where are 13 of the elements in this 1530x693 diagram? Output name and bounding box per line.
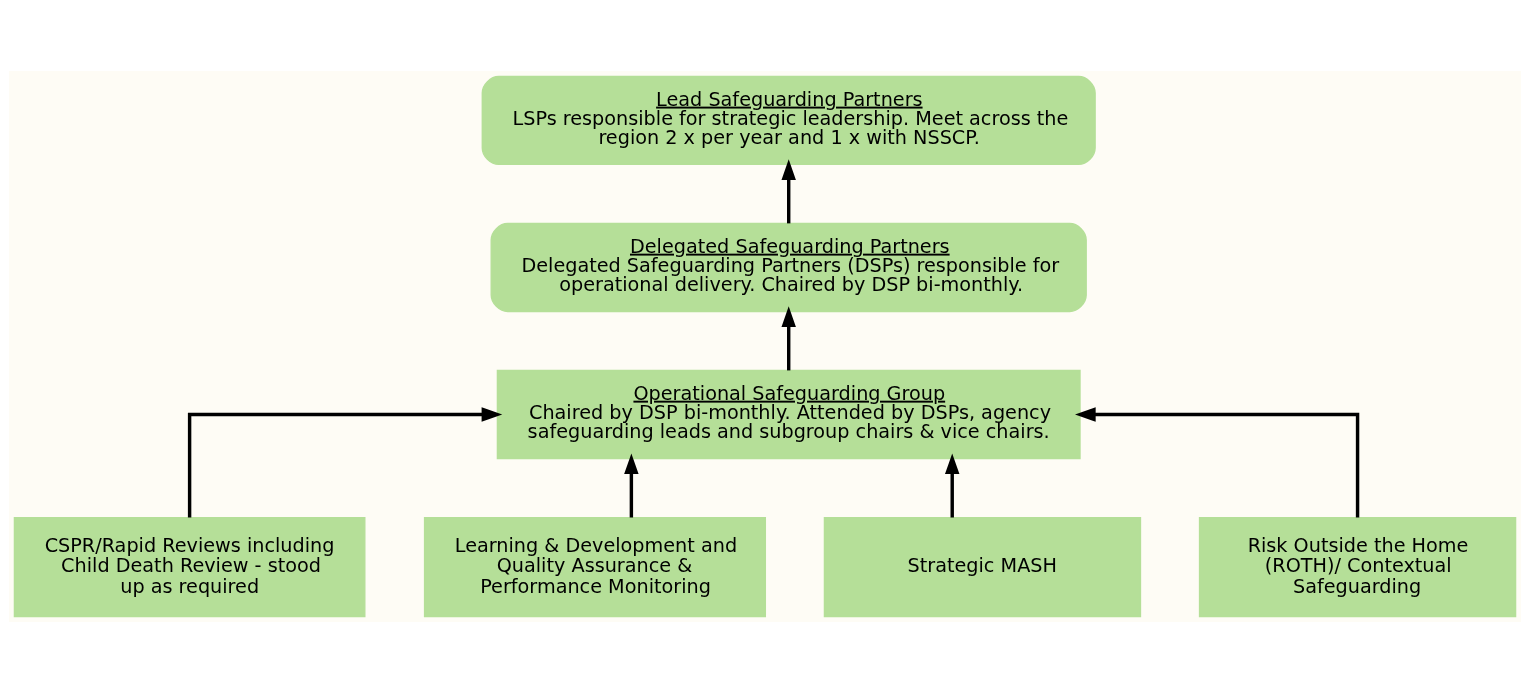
arrow	[945, 453, 960, 518]
node-box: Lead Safeguarding Partners LSPs responsible for strategic leadership. Meet across the region 2 x per year and 1 x with NSSCP.	[481, 75, 1096, 166]
arrow	[187, 407, 503, 518]
arrow	[781, 306, 796, 371]
node-box: Delegated Safeguarding Partners Delegated Safeguarding Partners (DSPs) responsible for operational delivery. Chaired by DSP bi-monthly.	[490, 222, 1087, 313]
arrow	[1075, 407, 1360, 518]
arrow	[781, 159, 796, 224]
arrow	[624, 453, 639, 518]
node-box: CSPR/Rapid Reviews including Child Death Review - stood up as required	[13, 516, 366, 618]
node-box: Risk Outside the Home (ROTH)/ Contextual Safeguarding	[1198, 516, 1517, 618]
node-box: Learning & Development and Quality Assurance & Performance Monitoring	[423, 516, 767, 618]
node-box: Strategic MASH	[823, 516, 1142, 618]
node-box: Operational Safeguarding Group Chaired by DSP bi-monthly. Attended by DSPs, agency safeguarding leads and subgroup chairs & vice chairs.	[496, 369, 1081, 460]
